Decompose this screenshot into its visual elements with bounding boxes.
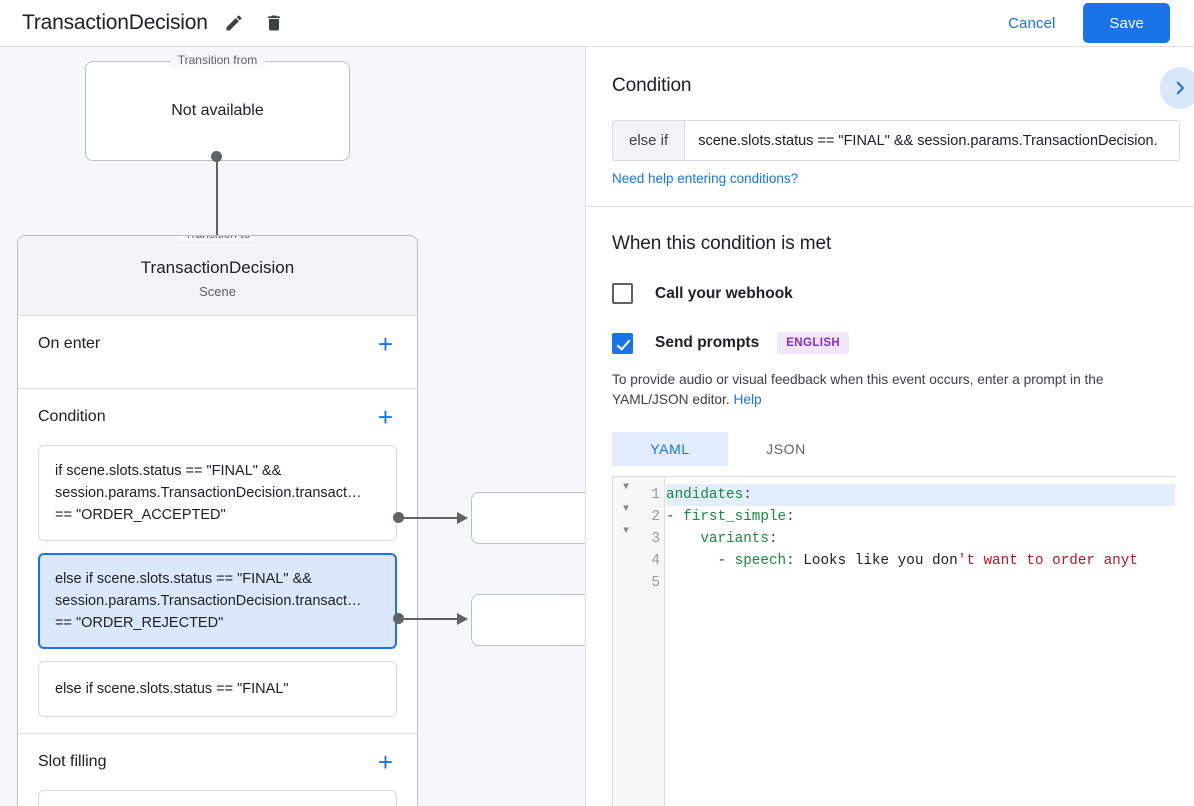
page-title: TransactionDecision xyxy=(22,11,208,34)
editor-format-tabs: YAML JSON xyxy=(612,432,1168,466)
condition-heading: Condition xyxy=(612,75,692,96)
editor-code-area[interactable]: andidates: - first_simple: variants: - sp… xyxy=(666,477,1175,806)
section-header-condition: Condition + xyxy=(38,389,397,445)
section-title-condition: Condition xyxy=(38,408,106,425)
call-webhook-checkbox[interactable] xyxy=(612,283,633,304)
send-prompts-checkbox[interactable] xyxy=(612,332,633,354)
scene-header[interactable]: TransactionDecision Scene xyxy=(18,236,417,316)
slot-validation-item[interactable]: Slot validation xyxy=(38,790,397,806)
condition-item[interactable]: if scene.slots.status == "FINAL" && sess… xyxy=(38,445,397,541)
fold-toggle-4 xyxy=(613,543,639,565)
tab-json[interactable]: JSON xyxy=(766,441,806,457)
send-prompts-label: Send prompts xyxy=(655,334,760,351)
edge-line-accepted xyxy=(398,517,460,519)
condition-item[interactable]: else if scene.slots.status == "FINAL" xyxy=(38,661,397,717)
call-webhook-row[interactable]: Call your webhook xyxy=(612,283,1168,304)
transition-from-legend: Transition from xyxy=(169,53,266,67)
add-slot-filling-button[interactable]: + xyxy=(377,747,393,777)
editor-line: variants: xyxy=(700,531,778,547)
trash-icon[interactable] xyxy=(260,9,288,37)
scene-type: Scene xyxy=(199,284,236,299)
language-badge: ENGLISH xyxy=(777,332,850,354)
pencil-icon[interactable] xyxy=(220,9,248,37)
line-number: 5 xyxy=(651,575,660,591)
line-number: 4 xyxy=(651,553,660,569)
section-condition: Condition + if scene.slots.status == "FI… xyxy=(18,389,417,734)
transition-to-legend: Transition to xyxy=(176,236,259,241)
section-slot-filling: Slot filling + Slot validation xyxy=(18,734,417,806)
send-prompts-row[interactable]: Send prompts ENGLISH xyxy=(612,332,1168,354)
editor-line: - speech: Looks like you don't want to o… xyxy=(666,553,1138,569)
connector-line xyxy=(216,156,218,264)
when-condition-met-heading: When this condition is met xyxy=(612,233,832,254)
condition-section: Condition else if Need help entering con… xyxy=(586,47,1194,207)
editor-line xyxy=(666,572,1175,594)
help-link[interactable]: Help xyxy=(733,392,762,407)
section-title-on-enter: On enter xyxy=(38,335,101,352)
fold-toggle-2[interactable]: ▼ xyxy=(622,504,629,515)
when-condition-met-section: When this condition is met Call your web… xyxy=(586,207,1194,806)
condition-expression-input[interactable] xyxy=(685,121,1179,160)
save-button[interactable]: Save xyxy=(1083,3,1170,43)
condition-input-row[interactable]: else if xyxy=(612,120,1180,161)
transition-from-value: Not available xyxy=(171,102,264,119)
need-help-conditions-link[interactable]: Need help entering conditions? xyxy=(612,171,799,186)
condition-details-panel: Condition else if Need help entering con… xyxy=(586,47,1194,806)
section-on-enter: On enter + xyxy=(18,316,417,389)
edge-arrow-accepted-icon xyxy=(457,512,468,524)
transition-from-card[interactable]: Transition from Not available xyxy=(85,53,350,161)
cancel-button[interactable]: Cancel xyxy=(992,7,1071,40)
line-number: 3 xyxy=(651,531,660,547)
yaml-editor[interactable]: ▼ ▼ ▼ 1 2 3 4 5 andidates: - first_simple… xyxy=(612,476,1175,806)
section-header-slot-filling: Slot filling + xyxy=(38,734,397,790)
editor-line: - first_simple: xyxy=(666,509,795,525)
chevron-right-icon[interactable] xyxy=(1160,67,1194,109)
section-header-on-enter: On enter + xyxy=(38,316,397,372)
fold-toggle-5 xyxy=(613,565,639,587)
editor-line-numbers: 1 2 3 4 5 xyxy=(639,477,665,806)
fold-toggle-3[interactable]: ▼ xyxy=(622,526,629,537)
edge-arrow-rejected-icon xyxy=(457,613,468,625)
line-number: 2 xyxy=(651,509,660,525)
panel-divider xyxy=(585,47,586,806)
call-webhook-label: Call your webhook xyxy=(655,284,793,302)
fold-toggle-1[interactable]: ▼ xyxy=(622,482,629,493)
editor-line: andidates: xyxy=(666,484,1175,506)
tab-yaml[interactable]: YAML xyxy=(612,432,728,466)
condition-item-selected[interactable]: else if scene.slots.status == "FINAL" &&… xyxy=(38,553,397,649)
add-condition-button[interactable]: + xyxy=(377,402,393,432)
editor-fold-gutter[interactable]: ▼ ▼ ▼ xyxy=(613,477,639,806)
condition-operator-label: else if xyxy=(613,121,686,160)
prompts-description: To provide audio or visual feedback when… xyxy=(612,370,1168,410)
target-node-accepted[interactable] xyxy=(471,492,585,544)
line-number: 1 xyxy=(651,487,660,503)
prompts-description-text: To provide audio or visual feedback when… xyxy=(612,372,1104,407)
edge-line-rejected xyxy=(398,618,460,620)
section-title-slot-filling: Slot filling xyxy=(38,753,107,770)
scene-graph-panel: Transition from Not available Transition… xyxy=(0,47,585,806)
target-node-rejected[interactable] xyxy=(471,594,585,646)
scene-name: TransactionDecision xyxy=(140,258,295,277)
transition-to-card: Transition to TransactionDecision Scene … xyxy=(17,235,418,806)
top-app-bar: TransactionDecision Cancel Save xyxy=(0,0,1194,47)
add-on-enter-button[interactable]: + xyxy=(377,329,393,359)
